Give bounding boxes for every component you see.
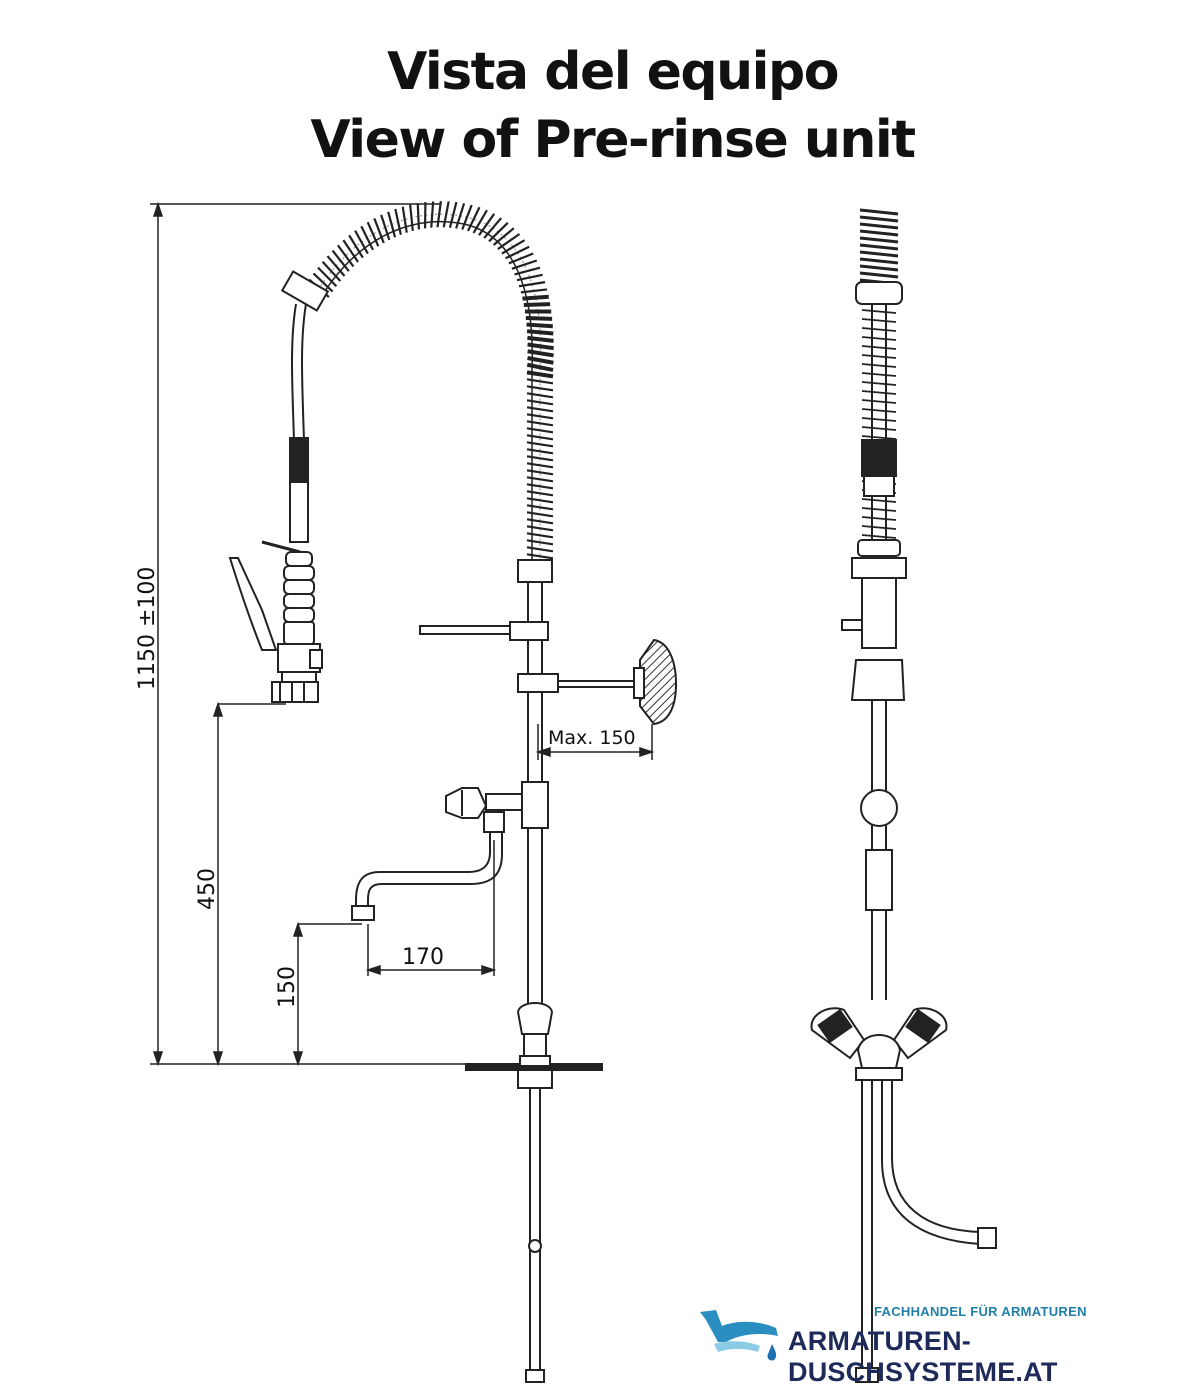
support-column [419,559,678,1010]
spring-coil [308,201,554,560]
coil-turn [859,271,899,279]
coil-turn [526,511,554,518]
dim-overall-height: 1150 ±100 [135,567,160,690]
coil-turn [861,507,897,512]
coil-turn [483,217,503,239]
coil-turn [861,327,897,332]
spray-valve-body [271,551,323,703]
coil-turn [861,336,897,341]
coil-turn [861,516,897,521]
coil-turn [859,236,899,244]
coil-turn [488,222,509,243]
coil-turn [492,227,515,246]
coil-turn [861,372,897,377]
coil-turn [859,222,899,230]
spout-valve [351,787,523,921]
coil-turn [859,208,899,216]
coil-turn [409,204,414,231]
coil-turn [394,208,402,235]
coil-turn [466,206,481,232]
coil-turn [859,215,899,223]
title-english: View of Pre-rinse unit [310,110,916,170]
coil-turn [527,356,554,365]
logo-tagline: FACHHANDEL FÜR ARMATUREN [874,1304,1087,1319]
coil-turn [448,201,458,228]
front-view [228,201,678,1383]
coil-turn [354,230,369,255]
coil-turn [861,417,897,422]
coil-turn [526,476,554,483]
coil-turn [859,250,899,258]
coil-turn [861,309,897,314]
page-title: Vista del equipo View of Pre-rinse unit [0,38,1200,174]
coil-turn [387,211,397,238]
coil-turn [497,233,521,250]
coil-turn [861,318,897,323]
coil-turn [348,234,364,259]
coil-turn [526,370,554,379]
coil-turn [527,349,554,358]
logo-name: ARMATUREN-DUSCHSYSTEME.AT [788,1326,1058,1387]
coil-turn [472,209,488,234]
coil-turn [360,225,374,251]
base-mount [465,1002,603,1383]
dim-spray-height: 450 [195,868,220,910]
coil-turn [331,249,350,272]
coil-turn [526,362,554,372]
coil-turn [861,435,897,440]
coil-turn [859,264,899,272]
coil-turn [859,257,899,265]
coil-turn [366,221,380,247]
coil-turn [401,206,408,233]
coil-turn [321,260,342,282]
coil-turn [861,390,897,395]
coil-turn [859,229,899,237]
coil-turn [861,534,897,539]
dimension-lines [150,201,655,1067]
faucet-drop-icon [700,1310,778,1361]
coil-turn [336,244,355,268]
coil-turn [861,345,897,350]
side-view [810,208,997,1383]
coil-turn [461,204,473,230]
coil-turn [455,203,466,229]
coil-turn [478,213,496,236]
coil-turn [430,201,435,228]
coil-turn [526,406,554,413]
coil-turn [326,255,346,277]
coil-turn [436,201,442,228]
dim-spout-height: 150 [275,966,300,1008]
coil-turn [373,217,385,244]
title-spanish: Vista del equipo [387,42,839,102]
coil-turn [416,203,421,230]
coil-turn [861,363,897,368]
coil-turn [861,525,897,530]
coil-turn [861,498,897,503]
dim-spout-reach: 170 [402,945,444,970]
coil-turn [317,266,338,288]
coil-turn [861,408,897,413]
brand-logo[interactable]: FACHHANDEL FÜR ARMATUREN ARMATUREN-DUSCH… [696,1300,1200,1389]
coil-turn [861,381,897,386]
coil-turn [442,201,450,228]
coil-turn [859,243,899,251]
dim-arm-reach: Max. 150 [548,727,636,749]
coil-turn [526,546,554,553]
coil-turn [861,426,897,431]
coil-turn [861,354,897,359]
coil-turn [861,399,897,404]
coil-turn [312,272,334,293]
coil-turn [526,441,554,448]
coil-turn [342,239,359,263]
coil-turn [380,214,391,241]
